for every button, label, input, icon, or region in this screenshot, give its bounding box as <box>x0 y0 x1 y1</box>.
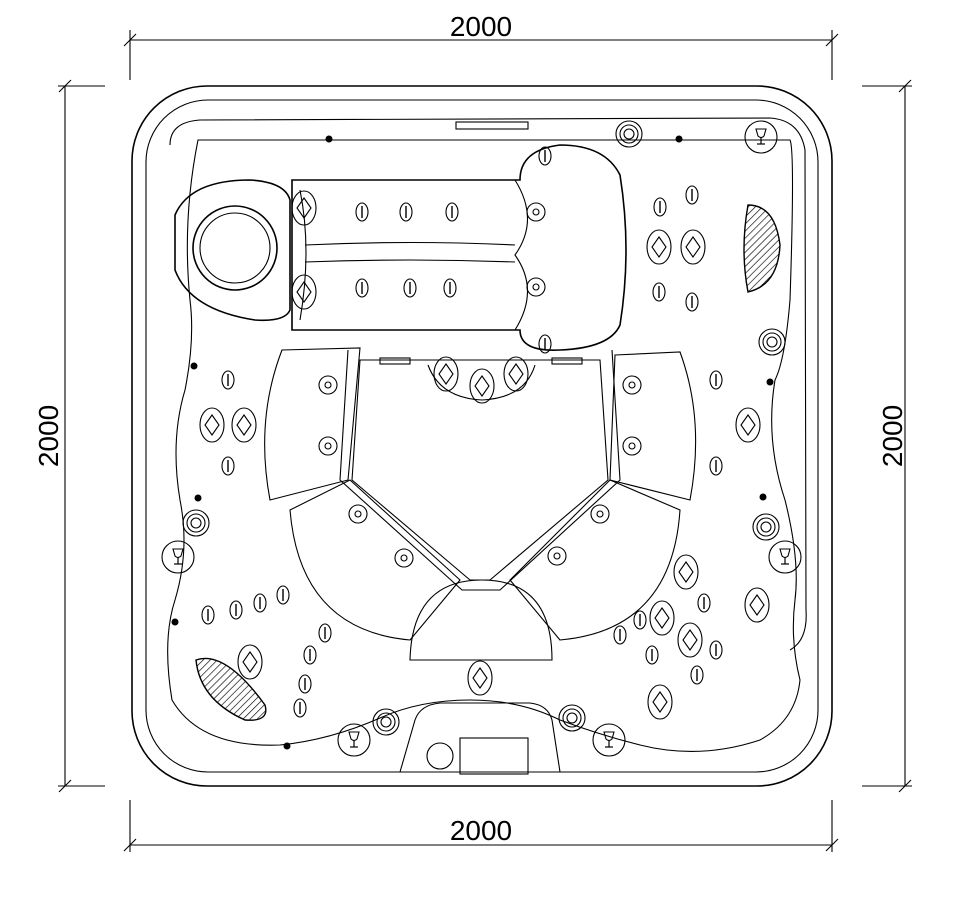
seat-pads <box>264 347 697 641</box>
center-jets <box>379 356 583 696</box>
air-jets <box>171 135 774 750</box>
dimension-right-label: 2000 <box>877 405 908 467</box>
hatched-pillow-right <box>743 204 781 293</box>
dimension-left: 2000 <box>33 79 105 793</box>
inner-well <box>167 139 801 752</box>
right-jets <box>622 185 761 476</box>
hatched-pillow-left <box>195 657 267 721</box>
dimension-top-label: 2000 <box>450 11 512 42</box>
dimension-bottom-label: 2000 <box>450 815 512 846</box>
dimension-bottom: 2000 <box>123 800 839 852</box>
neck-pillow-seat <box>174 179 291 322</box>
dimension-left-label: 2000 <box>33 405 64 467</box>
dimension-right: 2000 <box>862 79 912 793</box>
lounger-seat <box>291 144 627 351</box>
tub-shell <box>131 85 833 787</box>
lounger-jets <box>291 146 552 354</box>
bottom-right-jets <box>613 554 770 720</box>
dimension-top: 2000 <box>123 11 839 80</box>
